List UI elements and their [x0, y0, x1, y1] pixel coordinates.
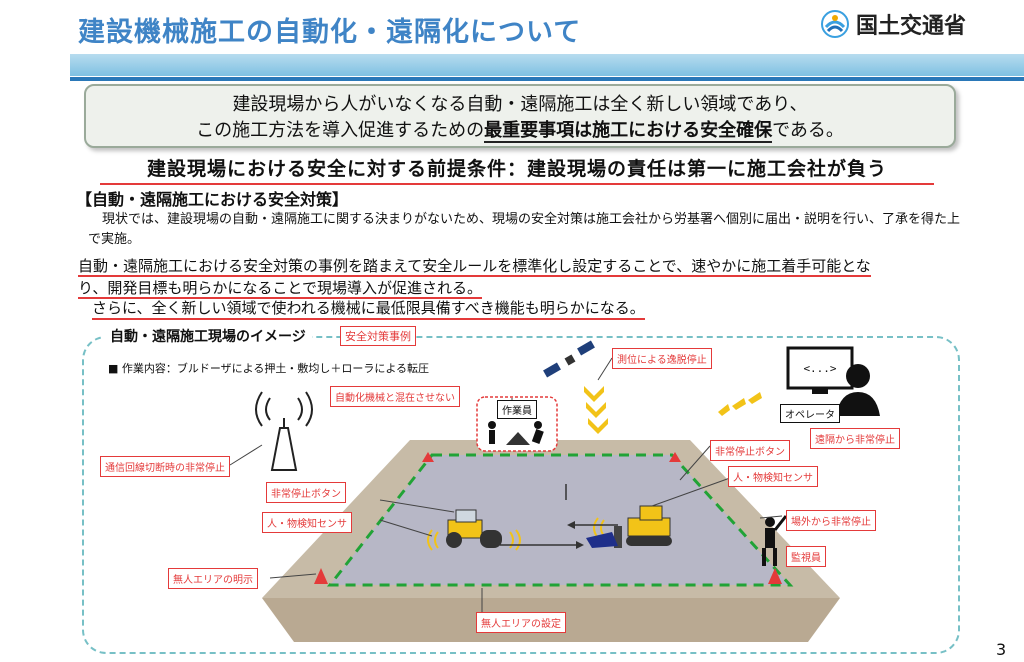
- traffic-cone-icon: [314, 568, 328, 584]
- soil-pile: [586, 532, 618, 548]
- safety-case-tag: 安全対策事例: [340, 326, 416, 346]
- diagram-heading: 自動・遠隔施工現場のイメージ: [104, 326, 312, 346]
- premise-statement: 建設現場における安全に対する前提条件：建設現場の責任は第一に施工会社が負う: [100, 154, 934, 185]
- label-gnss-stop: 測位による逸脱停止: [612, 348, 712, 369]
- section-heading: 【自動・遠隔施工における安全対策】: [76, 190, 349, 209]
- label-comm-stop: 通信回線切断時の非常停止: [100, 456, 230, 477]
- section-para-2: 自動・遠隔施工における安全対策の事例を踏まえて安全ルールを標準化し設定することで…: [78, 255, 958, 299]
- label-estop-right: 非常停止ボタン: [710, 440, 790, 461]
- traffic-cone-icon: [669, 452, 681, 462]
- label-no-mix: 自動化機械と混在させない: [330, 386, 460, 407]
- label-watcher: 監視員: [786, 546, 826, 567]
- ministry-name: 国土交通省: [856, 14, 967, 39]
- radio-tower-icon: [255, 391, 313, 471]
- bulldozer-icon: [614, 505, 672, 548]
- svg-text:<...>: <...>: [803, 362, 836, 375]
- header-band: [70, 54, 1024, 76]
- label-offsite-stop: 場外から非常停止: [786, 510, 876, 531]
- label-sensor-right: 人・物検知センサ: [728, 466, 818, 487]
- label-worker: 作業員: [497, 400, 537, 419]
- watcher-icon: [762, 515, 788, 566]
- header-divider: [70, 77, 1024, 81]
- label-sensor-left: 人・物検知センサ: [262, 512, 352, 533]
- intro-line-2: この施工方法を導入促進するための最重要事項は施工における安全確保である。: [86, 118, 954, 144]
- worker-icon: [488, 421, 544, 445]
- section-para-2a: 自動・遠隔施工における安全対策の事例を踏まえて安全ルールを標準化し設定することで…: [78, 257, 871, 277]
- label-area-set: 無人エリアの設定: [476, 612, 566, 633]
- intro-line-2-pre: この施工方法を導入促進するための: [196, 120, 485, 141]
- signal-chevrons-icon: [584, 386, 608, 434]
- page-title: 建設機械施工の自動化・遠隔化について: [78, 17, 582, 48]
- traffic-cone-icon: [422, 452, 434, 462]
- label-remote-stop: 遠隔から非常停止: [810, 428, 900, 449]
- diagram-frame: [82, 336, 960, 654]
- roller-icon: [446, 509, 502, 548]
- intro-box: 建設現場から人がいなくなる自動・遠隔施工は全く新しい領域であり、 この施工方法を…: [84, 84, 956, 148]
- operator-icon: <...>: [786, 346, 880, 416]
- leader-lines: [229, 357, 783, 612]
- remote-signal-chevrons-icon: [718, 392, 762, 416]
- intro-emphasis: 最重要事項は施工における安全確保: [484, 120, 773, 143]
- label-estop-left: 非常停止ボタン: [266, 482, 346, 503]
- ministry-emblem-icon: [821, 10, 849, 38]
- label-area-show: 無人エリアの明示: [168, 568, 258, 589]
- section-para-2b: り、開発目標も明らかになることで現場導入が促進される。: [78, 279, 482, 299]
- sensor-waves-icon: [427, 517, 605, 551]
- ministry-logo: 国土交通省: [820, 8, 966, 40]
- intro-line-1: 建設現場から人がいなくなる自動・遠隔施工は全く新しい領域であり、: [232, 94, 808, 115]
- no-person-boundary: [326, 453, 794, 587]
- section-para-1: 現状では、建設現場の自動・遠隔施工に関する決まりがないため、現場の安全対策は施工…: [88, 212, 961, 247]
- page-number: 3: [996, 640, 1007, 659]
- satellite-icon: [543, 340, 595, 378]
- label-operator: オペレータ: [780, 404, 840, 423]
- site-work-area: [330, 455, 790, 585]
- intro-line-2-post: である。: [772, 120, 844, 141]
- section-para-3: さらに、全く新しい領域で使われる機械に最低限具備すべき機能も明らかになる。: [92, 298, 645, 320]
- work-description: ■ 作業内容：ブルドーザによる押土・敷均し＋ローラによる転圧: [108, 362, 430, 375]
- traffic-cone-icon: [768, 568, 782, 584]
